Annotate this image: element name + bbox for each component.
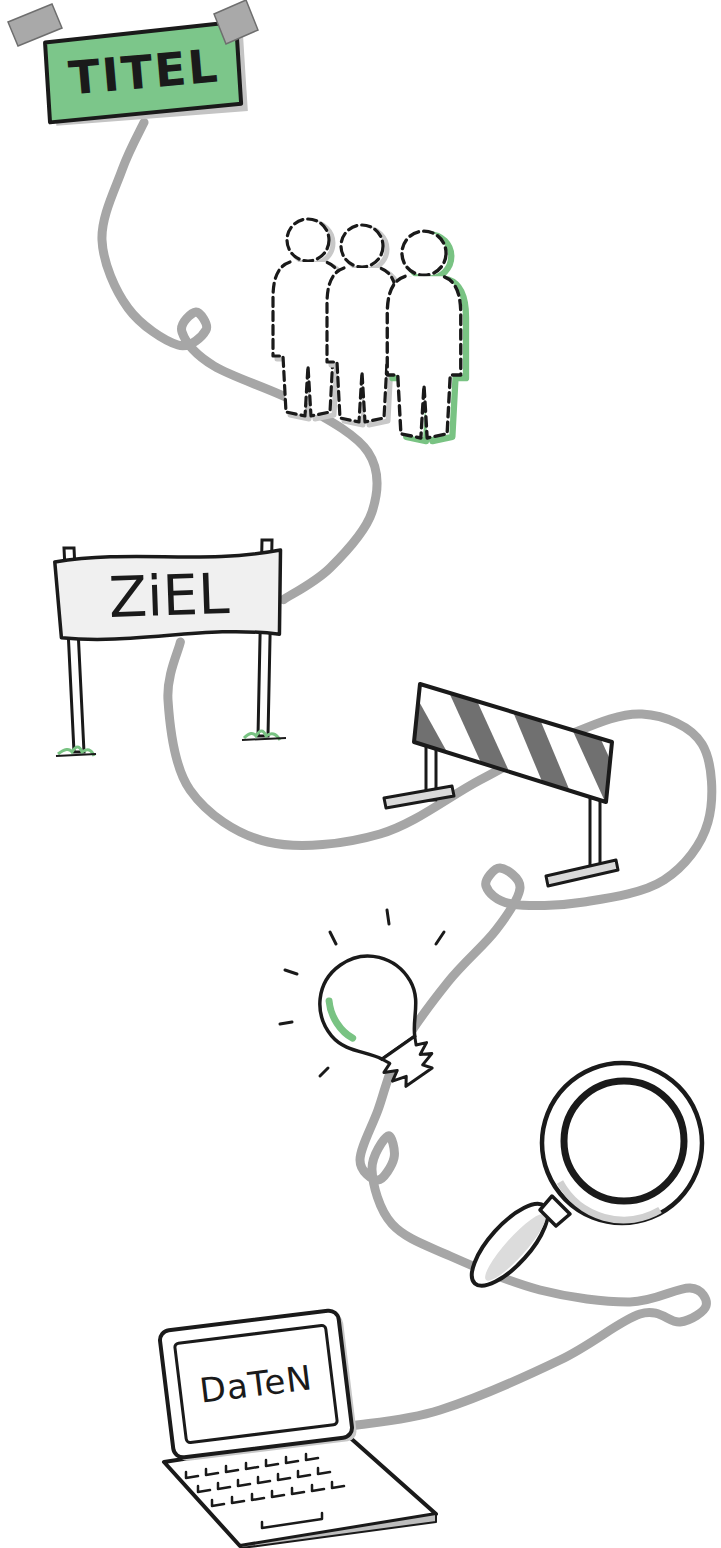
person-head <box>287 219 329 261</box>
barrier-icon <box>384 684 630 886</box>
laptop-lid <box>159 1310 353 1459</box>
banner-cloth <box>55 550 284 642</box>
person-outline <box>387 231 466 441</box>
tape-strips <box>8 0 258 46</box>
touchpad <box>262 1513 322 1528</box>
magnifier-icon <box>460 1063 702 1297</box>
laptop-screen: DaTeN <box>159 1310 353 1459</box>
path-connector <box>168 642 712 1426</box>
bulb-ray <box>387 910 389 924</box>
magnifier-rim <box>542 1063 702 1223</box>
barrier-stripe <box>460 690 510 800</box>
laptop-edge <box>240 1514 436 1548</box>
tape-strip <box>214 0 258 44</box>
bulb-highlight <box>324 1001 354 1041</box>
barrier-leg <box>590 798 600 866</box>
grass-line <box>242 738 286 740</box>
laptop-display <box>174 1325 337 1443</box>
node-label: ZiEL <box>108 560 231 629</box>
barrier-foot <box>546 860 618 886</box>
goal-banner: ZiEL <box>55 548 284 642</box>
bulb-ray <box>320 1068 328 1076</box>
bulb-ray <box>285 970 297 974</box>
laptop-keys <box>186 1454 344 1528</box>
rim-shade <box>560 1182 660 1220</box>
handle-shade <box>479 1208 553 1287</box>
person-body <box>387 276 461 438</box>
bulb-ray <box>330 932 336 944</box>
bulb-ray <box>280 1022 292 1024</box>
tape-strip <box>8 4 62 46</box>
person-head <box>341 225 383 267</box>
sign-plate <box>43 22 244 123</box>
key-row <box>212 1482 344 1506</box>
magnifier-lens <box>564 1081 684 1201</box>
barrier-outline <box>414 684 612 802</box>
bulb-ray <box>436 932 444 944</box>
grass-line <box>56 754 96 756</box>
bulb-base <box>377 1033 440 1092</box>
key-row <box>198 1468 330 1492</box>
person-head <box>402 231 446 275</box>
barrier-stripe <box>400 690 450 780</box>
lightbulb-icon <box>280 910 458 1105</box>
barrier-foot <box>384 786 454 808</box>
title-sign: TITEL <box>43 22 246 123</box>
people-icon <box>273 219 466 441</box>
